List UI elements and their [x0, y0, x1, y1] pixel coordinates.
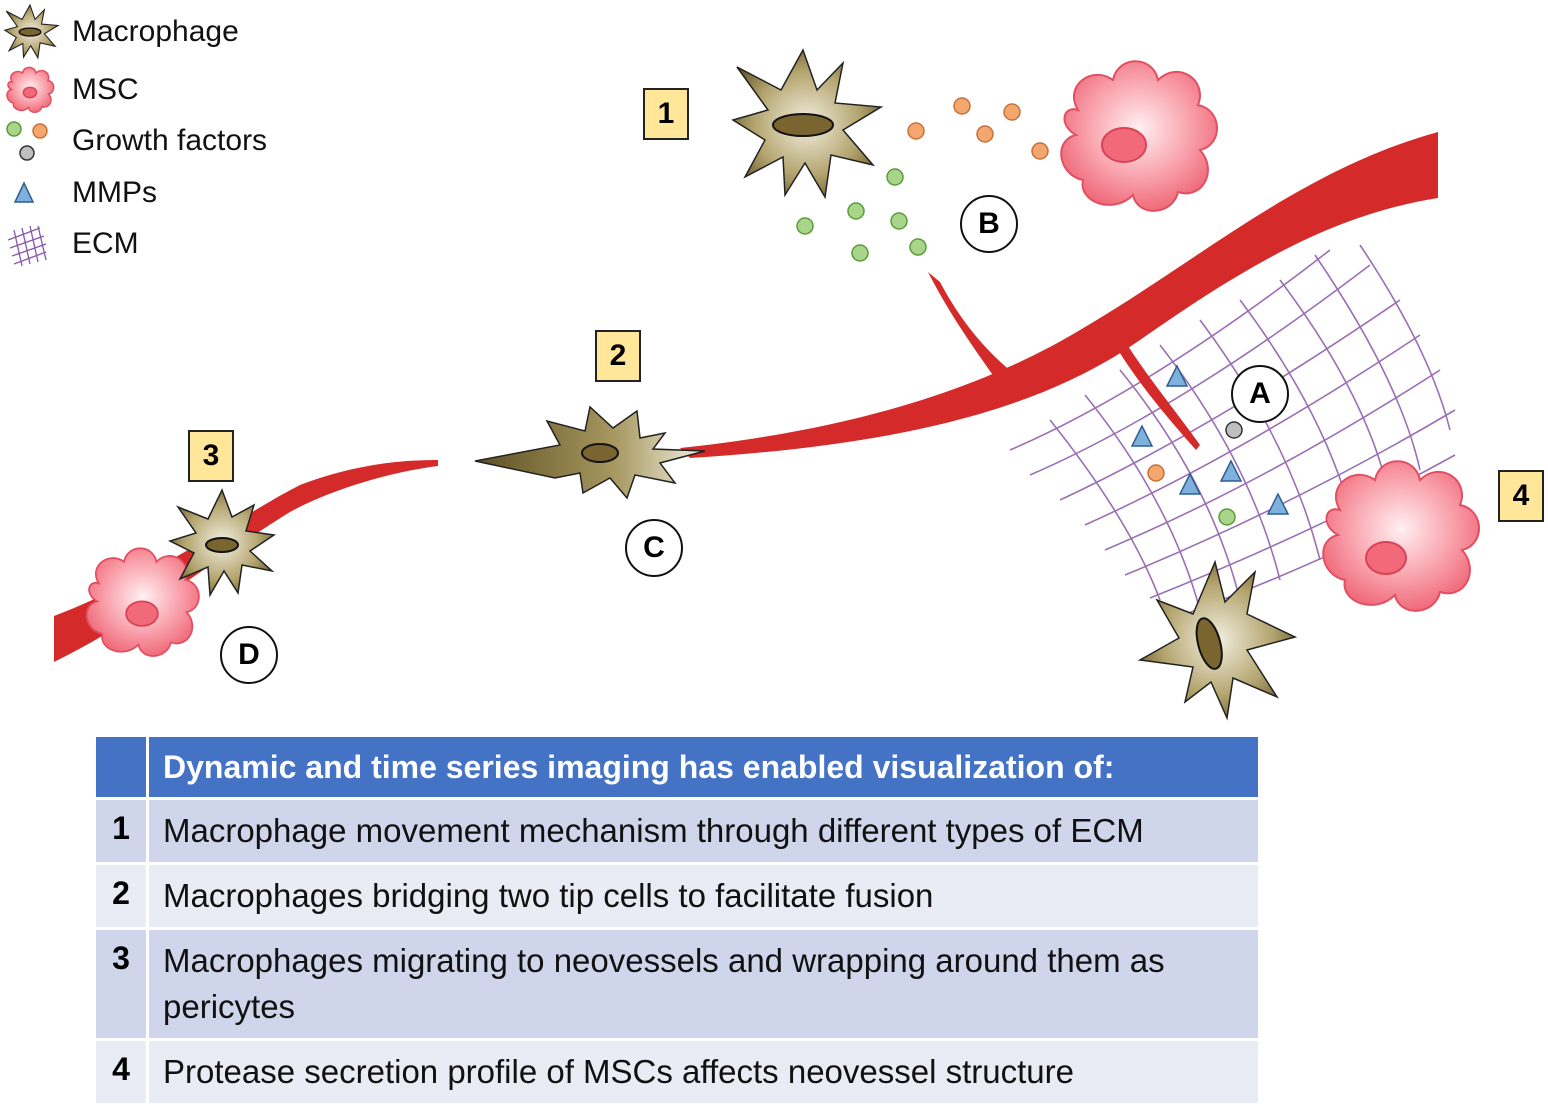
number-marker-1: 1: [643, 88, 689, 140]
legend-label-mmps: MMPs: [72, 176, 157, 209]
table-row-text: Macrophage movement mechanism through di…: [149, 800, 1258, 862]
msc-cell-left: [86, 547, 200, 657]
diagram-canvas: [3, 3, 1480, 721]
table-header: Dynamic and time series imaging has enab…: [149, 737, 1258, 797]
growth-factors-gray: [1225, 421, 1243, 439]
growth-factors-orange: [907, 97, 1165, 482]
summary-table: Dynamic and time series imaging has enab…: [96, 734, 1258, 1106]
letter-marker-c: C: [625, 519, 683, 577]
growth-factors-green: [796, 168, 1236, 526]
macrophage-top: [731, 48, 884, 200]
letter-marker-a: A: [1231, 365, 1289, 423]
legend-label-growth-factors: Growth factors: [72, 124, 268, 157]
vessel-branch-upper: [928, 272, 1012, 385]
number-marker-2: 2: [595, 330, 641, 382]
table-row-text: Protease secretion profile of MSCs affec…: [149, 1041, 1258, 1103]
legend-label-ecm: ECM: [72, 227, 139, 260]
macrophage-icon: [3, 3, 60, 60]
msc-cell-right: [1322, 460, 1480, 612]
table-row: 2 Macrophages bridging two tip cells to …: [96, 865, 1258, 927]
vessel-sprout-ecm: [1118, 346, 1200, 450]
main-blood-vessel: [680, 132, 1438, 458]
letter-marker-d: D: [220, 626, 278, 684]
table-row-number: 2: [96, 865, 149, 927]
table-row-number: 4: [96, 1041, 149, 1103]
macrophage-bridge: [474, 405, 706, 500]
msc-icon: [6, 66, 55, 113]
number-marker-4: 4: [1498, 470, 1544, 522]
table-header-num-cell: [96, 737, 149, 797]
growth-factors-icon: [6, 121, 48, 161]
legend-label-macrophage: Macrophage: [72, 15, 239, 48]
table-row-text: Macrophages bridging two tip cells to fa…: [149, 865, 1258, 927]
table-row: 4 Protease secretion profile of MSCs aff…: [96, 1041, 1258, 1103]
mmps-icon: [13, 181, 35, 203]
letter-marker-b: B: [960, 195, 1018, 253]
table-header-row: Dynamic and time series imaging has enab…: [96, 737, 1258, 797]
table-row-number: 3: [96, 930, 149, 1038]
macrophage-ecm: [1137, 559, 1298, 721]
legend-label-msc: MSC: [72, 73, 139, 106]
msc-cell-top: [1060, 60, 1218, 212]
ecm-icon: [7, 225, 47, 267]
table-row: 3 Macrophages migrating to neovessels an…: [96, 930, 1258, 1038]
table-row-number: 1: [96, 800, 149, 862]
macrophage-wrapping: [167, 488, 277, 598]
mmp-triangles: [1130, 364, 1290, 515]
number-marker-3: 3: [188, 430, 234, 482]
table-row-text: Macrophages migrating to neovessels and …: [149, 930, 1258, 1038]
table-row: 1 Macrophage movement mechanism through …: [96, 800, 1258, 862]
